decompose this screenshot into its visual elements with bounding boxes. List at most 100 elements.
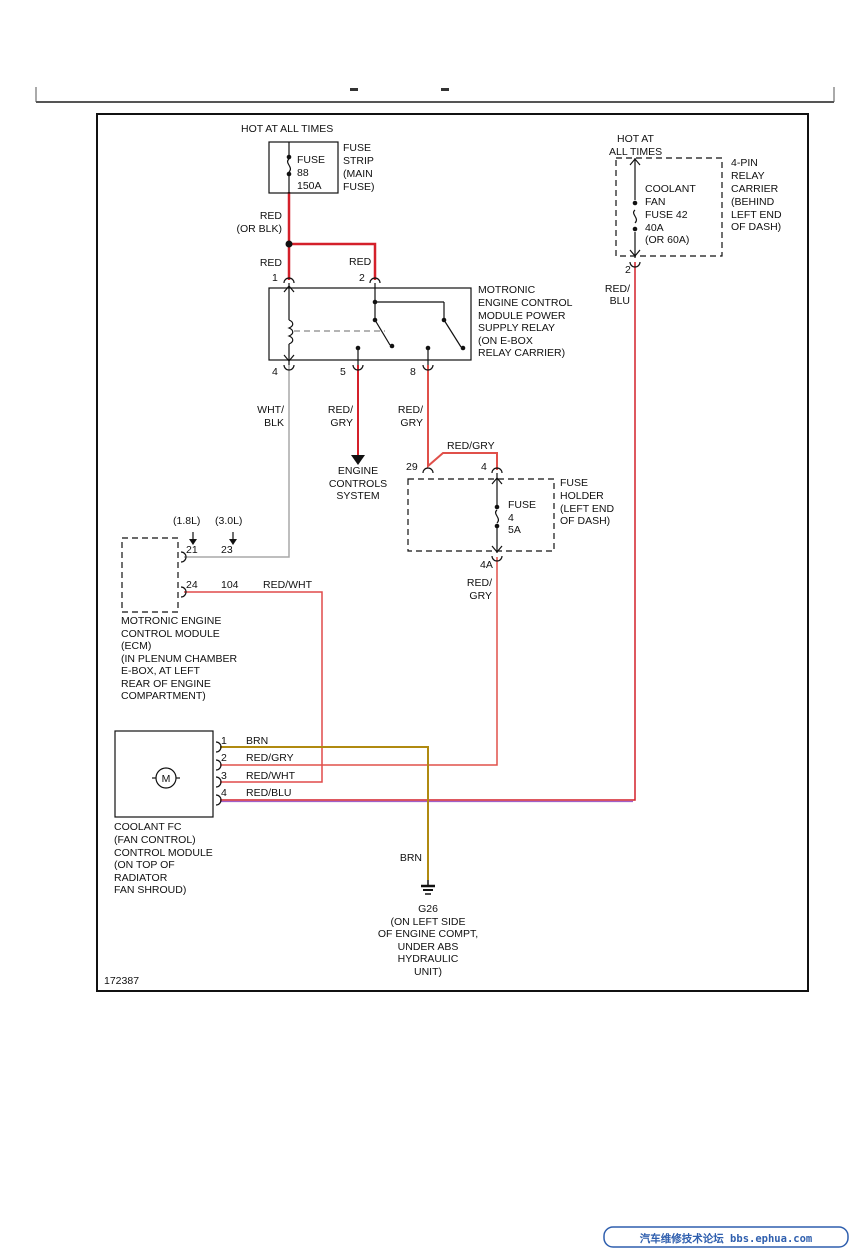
relay-carrier-label: 4-PIN RELAY CARRIER (BEHIND LEFT END OF … (731, 157, 782, 233)
svg-text:RED/GRY: RED/GRY (246, 752, 294, 764)
fc-wire-labels: BRN RED/GRY RED/WHT RED/BLU (246, 735, 296, 799)
svg-text:CONTROLS: CONTROLS (329, 478, 387, 490)
fc-module-label: COOLANT FC (FAN CONTROL) CONTROL MODULE … (114, 821, 213, 896)
power-supply-relay (268, 277, 472, 371)
coolant-fan-fuse-dots (632, 200, 638, 232)
wire-junction (285, 240, 293, 248)
fuse-strip-label: FUSE STRIP (MAIN FUSE) (343, 142, 375, 193)
wire-red-or-blk-label: RED (OR BLK) (236, 210, 282, 235)
wire-red-blu (220, 262, 636, 801)
wire-brn-label: BRN (400, 852, 422, 864)
wire-red-label-pin2: RED (349, 256, 372, 268)
svg-text:FAN: FAN (645, 196, 665, 208)
svg-text:HOT AT: HOT AT (617, 133, 655, 145)
svg-text:4-PIN: 4-PIN (731, 157, 758, 169)
svg-text:COMPARTMENT): COMPARTMENT) (121, 690, 206, 702)
svg-text:4: 4 (508, 512, 514, 524)
svg-text:2: 2 (221, 752, 227, 764)
ground-icon (421, 880, 435, 895)
svg-text:RED/: RED/ (605, 283, 630, 295)
fuse-holder-pin-numbers: 29 4 4A (406, 461, 493, 571)
svg-text:(FAN CONTROL): (FAN CONTROL) (114, 834, 196, 846)
svg-text:FUSE: FUSE (560, 477, 588, 489)
svg-text:(BEHIND: (BEHIND (731, 196, 775, 208)
svg-text:104: 104 (221, 579, 239, 591)
wire-red-blu-top-label: RED/ BLU (605, 283, 630, 307)
svg-text:4: 4 (481, 461, 487, 473)
svg-text:3: 3 (221, 770, 227, 782)
svg-text:8: 8 (410, 366, 416, 378)
fuse-4-dots (494, 504, 500, 529)
svg-text:23: 23 (221, 544, 233, 556)
header-remnant (35, 87, 835, 103)
wire-red-gry-top-label: RED/GRY (447, 440, 495, 452)
fuse-88-box (268, 141, 339, 194)
svg-text:FUSE): FUSE) (343, 181, 375, 193)
svg-text:FAN SHROUD): FAN SHROUD) (114, 884, 186, 896)
svg-text:UNDER ABS: UNDER ABS (398, 941, 459, 953)
svg-text:COOLANT: COOLANT (645, 183, 696, 195)
svg-text:FUSE: FUSE (343, 142, 371, 154)
svg-text:4A: 4A (480, 559, 493, 571)
svg-text:STRIP: STRIP (343, 155, 374, 167)
motor-symbol: M (162, 773, 171, 785)
svg-text:MOTRONIC ENGINE: MOTRONIC ENGINE (121, 615, 221, 627)
wire-red-main (287, 192, 377, 280)
svg-text:RED: RED (260, 210, 283, 222)
svg-text:GRY: GRY (330, 417, 353, 429)
svg-text:29: 29 (406, 461, 418, 473)
svg-text:OF ENGINE COMPT,: OF ENGINE COMPT, (378, 928, 478, 940)
svg-text:RELAY: RELAY (731, 170, 765, 182)
fc-module-box (114, 730, 222, 818)
svg-text:(1.8L): (1.8L) (173, 515, 200, 527)
coolant-fan-fuse-label: COOLANT FAN FUSE 42 40A (OR 60A) (645, 183, 696, 246)
coolant-fan-fuse-pin: 2 (625, 264, 631, 276)
svg-text:(ON E-BOX: (ON E-BOX (478, 335, 533, 347)
ground-label: G26 (ON LEFT SIDE OF ENGINE COMPT, UNDER… (378, 903, 478, 978)
svg-text:MODULE POWER: MODULE POWER (478, 310, 566, 322)
svg-text:REAR OF ENGINE: REAR OF ENGINE (121, 678, 211, 690)
svg-text:COOLANT FC: COOLANT FC (114, 821, 182, 833)
svg-text:(MAIN: (MAIN (343, 168, 373, 180)
fuse-88-label: FUSE 88 150A (297, 154, 325, 192)
wire-brn (220, 746, 429, 880)
svg-text:UNIT): UNIT) (414, 966, 442, 978)
wire-wht-blk (184, 365, 290, 558)
relay-label: MOTRONIC ENGINE CONTROL MODULE POWER SUP… (478, 284, 573, 359)
fuse-holder-box (407, 467, 555, 562)
wire-red-gry-pin5-label: RED/ GRY (328, 404, 353, 429)
svg-text:RED/WHT: RED/WHT (246, 770, 296, 782)
svg-text:(LEFT END: (LEFT END (560, 503, 614, 515)
svg-text:5: 5 (340, 366, 346, 378)
svg-text:88: 88 (297, 167, 309, 179)
svg-text:BRN: BRN (246, 735, 268, 747)
svg-text:RADIATOR: RADIATOR (114, 872, 168, 884)
svg-text:ENGINE: ENGINE (338, 465, 378, 477)
svg-text:1: 1 (221, 735, 227, 747)
watermark: 汽车维修技术论坛 bbs.ephua.com (603, 1226, 849, 1248)
hot-at-all-times-2-label: HOT AT ALL TIMES (609, 133, 662, 158)
svg-text:(ECM): (ECM) (121, 640, 151, 652)
svg-text:G26: G26 (418, 903, 438, 915)
coolant-fan-fuse-box (615, 157, 723, 268)
svg-text:RED/BLU: RED/BLU (246, 787, 292, 799)
svg-text:(ON LEFT SIDE: (ON LEFT SIDE (390, 916, 465, 928)
svg-text:HYDRAULIC: HYDRAULIC (398, 953, 459, 965)
ecm-pin-numbers: 21 23 24 104 (186, 544, 239, 591)
svg-text:(IN PLENUM CHAMBER: (IN PLENUM CHAMBER (121, 653, 238, 665)
fc-pin-numbers: 1 2 3 4 (221, 735, 227, 799)
svg-text:CONTROL MODULE: CONTROL MODULE (121, 628, 220, 640)
svg-text:4: 4 (221, 787, 227, 799)
wire-wht-blk-label: WHT/ BLK (257, 404, 284, 429)
svg-text:ALL TIMES: ALL TIMES (609, 146, 662, 158)
wire-red-label-pin1: RED (260, 257, 283, 269)
svg-text:GRY: GRY (469, 590, 492, 602)
relay-pin-numbers: 1 2 4 5 8 (272, 272, 416, 378)
svg-text:(OR 60A): (OR 60A) (645, 234, 689, 246)
svg-text:5A: 5A (508, 524, 521, 536)
svg-text:MOTRONIC: MOTRONIC (478, 284, 536, 296)
wire-red-gry-pin8 (427, 365, 498, 470)
svg-text:RED/: RED/ (328, 404, 353, 416)
svg-text:2: 2 (359, 272, 365, 284)
fuse-holder-label: FUSE HOLDER (LEFT END OF DASH) (560, 477, 614, 527)
